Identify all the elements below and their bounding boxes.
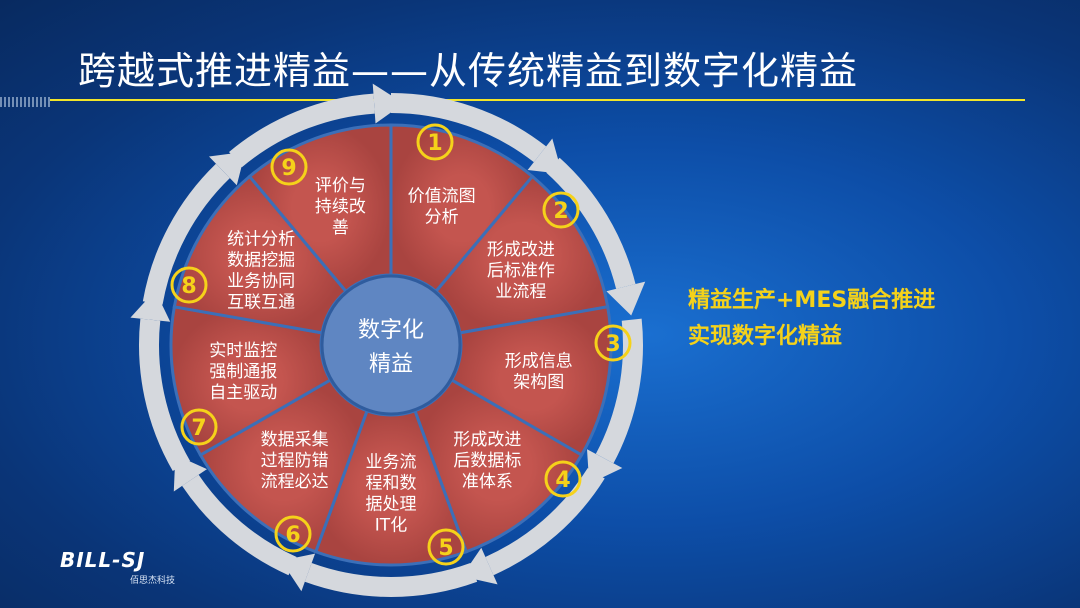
step-8-label-line: 互联互通 (227, 293, 295, 313)
center-hub (320, 274, 462, 416)
step-2-label-line: 业流程 (495, 282, 546, 302)
cycle-arrow-arc (142, 163, 230, 305)
decorative-stripe (0, 97, 50, 107)
step-7-label-line: 强制通报 (209, 362, 277, 382)
step-3-label-line: 架构图 (513, 373, 564, 393)
logo-mark: BILL-SJ (60, 548, 146, 572)
step-3-number: 3 (605, 332, 620, 357)
cycle-arrow-arc (546, 157, 636, 289)
step-2-badge (542, 191, 580, 229)
step-8-label-line: 业务协同 (227, 272, 295, 292)
step-6-label-line: 数据采集 (261, 430, 329, 450)
cycle-arrow-arc (229, 93, 375, 168)
side-note-line-2: 实现数字化精益 (688, 324, 843, 349)
step-5-number: 5 (438, 536, 453, 561)
step-1-badge (416, 123, 454, 161)
slide-title: 跨越式推进精益——从传统精益到数字化精益 (78, 49, 859, 93)
side-note-line-1: 精益生产+MES融合推进 (688, 288, 936, 313)
cycle-arrow-arc (304, 562, 478, 597)
step-6-badge (274, 515, 312, 553)
step-9-badge (270, 148, 308, 186)
step-5-label-line: IT化 (375, 516, 407, 536)
step-1-number: 1 (427, 131, 442, 156)
company-logo: BILL-SJ 佰思杰科技 (60, 548, 175, 586)
step-3-badge (594, 324, 632, 362)
step-8-label-line: 统计分析 (227, 230, 295, 250)
step-9-label-line: 善 (332, 218, 349, 238)
step-6-label-line: 过程防错 (261, 451, 329, 471)
step-5-label-line: 据处理 (366, 495, 417, 515)
title-underline (50, 99, 1025, 101)
step-5-badge (427, 528, 465, 566)
step-4-label-line: 后数据标 (453, 451, 521, 471)
step-8-badge (170, 266, 208, 304)
step-7-number: 7 (191, 416, 206, 441)
cycle-arrow-arc (139, 318, 191, 471)
step-5-label-line: 程和数 (366, 474, 417, 494)
cycle-arrow-arc (595, 318, 643, 464)
side-note: 精益生产+MES融合推进 实现数字化精益 (688, 283, 935, 355)
step-6-number: 6 (285, 523, 300, 548)
cycle-arrow-arc (390, 93, 547, 163)
step-5-label-line: 业务流 (366, 453, 417, 473)
step-7-label-line: 实时监控 (209, 341, 277, 361)
step-1-label-line: 分析 (425, 207, 459, 227)
step-9-label-line: 持续改 (315, 197, 366, 217)
step-2-label-line: 后标准作 (487, 261, 555, 281)
step-2-number: 2 (553, 199, 568, 224)
step-4-number: 4 (555, 468, 570, 493)
step-9-number: 9 (281, 156, 296, 181)
step-6-label-line: 流程必达 (261, 472, 329, 492)
step-3-label-line: 形成信息 (505, 352, 573, 372)
cycle-arrow-arc (485, 467, 605, 576)
cycle-arrowhead (372, 83, 404, 124)
logo-subtitle: 佰思杰科技 (130, 576, 176, 586)
step-7-label-line: 自主驱动 (209, 383, 277, 403)
center-label-line: 数字化 (358, 318, 424, 343)
step-4-badge (544, 460, 582, 498)
cycle-arrowhead (130, 290, 171, 322)
step-8-number: 8 (181, 274, 196, 299)
step-4-label-line: 准体系 (462, 472, 513, 492)
step-8-label-line: 数据挖掘 (227, 251, 295, 271)
cycle-arrow-arc (182, 474, 297, 576)
center-label-line: 精益 (369, 352, 413, 377)
cycle-arrowhead (606, 281, 646, 316)
step-7-badge (180, 408, 218, 446)
step-2-label-line: 形成改进 (487, 240, 555, 260)
step-4-label-line: 形成改进 (453, 430, 521, 450)
step-9-label-line: 评价与 (315, 176, 366, 196)
step-1-label-line: 价值流图 (408, 186, 476, 206)
